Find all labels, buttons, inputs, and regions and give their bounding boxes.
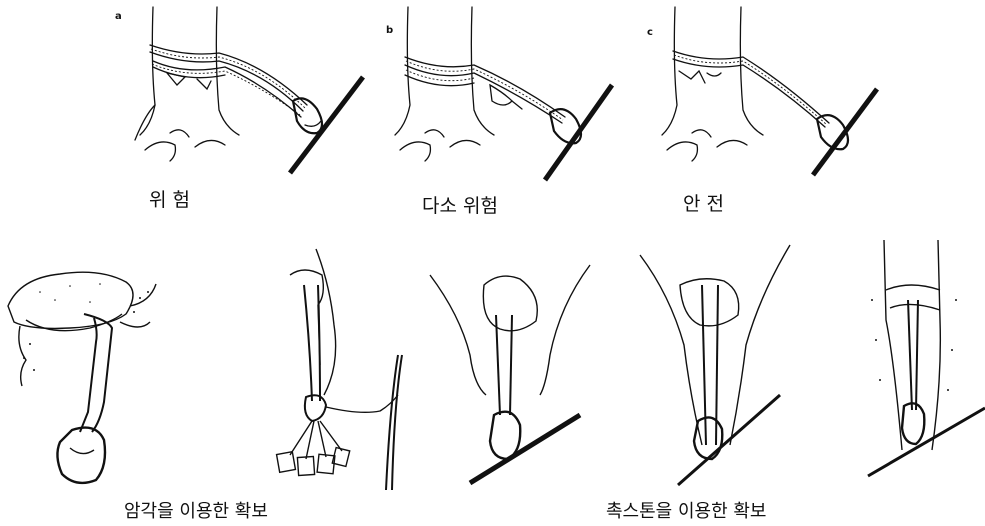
panel-c-letter: c <box>647 27 653 38</box>
chockstone-sling-1 <box>430 255 590 490</box>
chockstone-illustration-1 <box>430 255 590 490</box>
panel-a-letter: a <box>115 11 122 22</box>
rock-horn-illustration-1 <box>0 262 180 492</box>
caption-somewhat-danger: 다소 위험 <box>422 191 498 218</box>
tree-sling-illustration-c <box>645 5 875 180</box>
pillar-sling <box>860 240 985 490</box>
tree-sling-illustration-b <box>380 5 610 180</box>
caption-safe: 안 전 <box>683 189 724 216</box>
panel-b-letter: b <box>386 25 393 36</box>
panel-b: b 다소 위험 <box>380 5 610 180</box>
panel-a: a 위 험 <box>115 5 345 180</box>
rock-horn-illustration-2 <box>260 245 420 490</box>
caption-rock-horn-belay: 암각을 이용한 확보 <box>124 497 268 523</box>
chockstone-sling-2 <box>640 245 790 490</box>
panel-c: c 안 전 <box>645 5 875 180</box>
chockstone-illustration-2 <box>640 245 790 490</box>
pillar-illustration <box>860 240 985 490</box>
tree-sling-illustration-a <box>115 5 345 180</box>
caption-chockstone-belay: 촉스톤을 이용한 확보 <box>606 497 766 523</box>
rock-horn-sling-2 <box>260 245 420 490</box>
caption-danger: 위 험 <box>149 185 190 212</box>
rock-horn-sling-1 <box>0 262 180 492</box>
